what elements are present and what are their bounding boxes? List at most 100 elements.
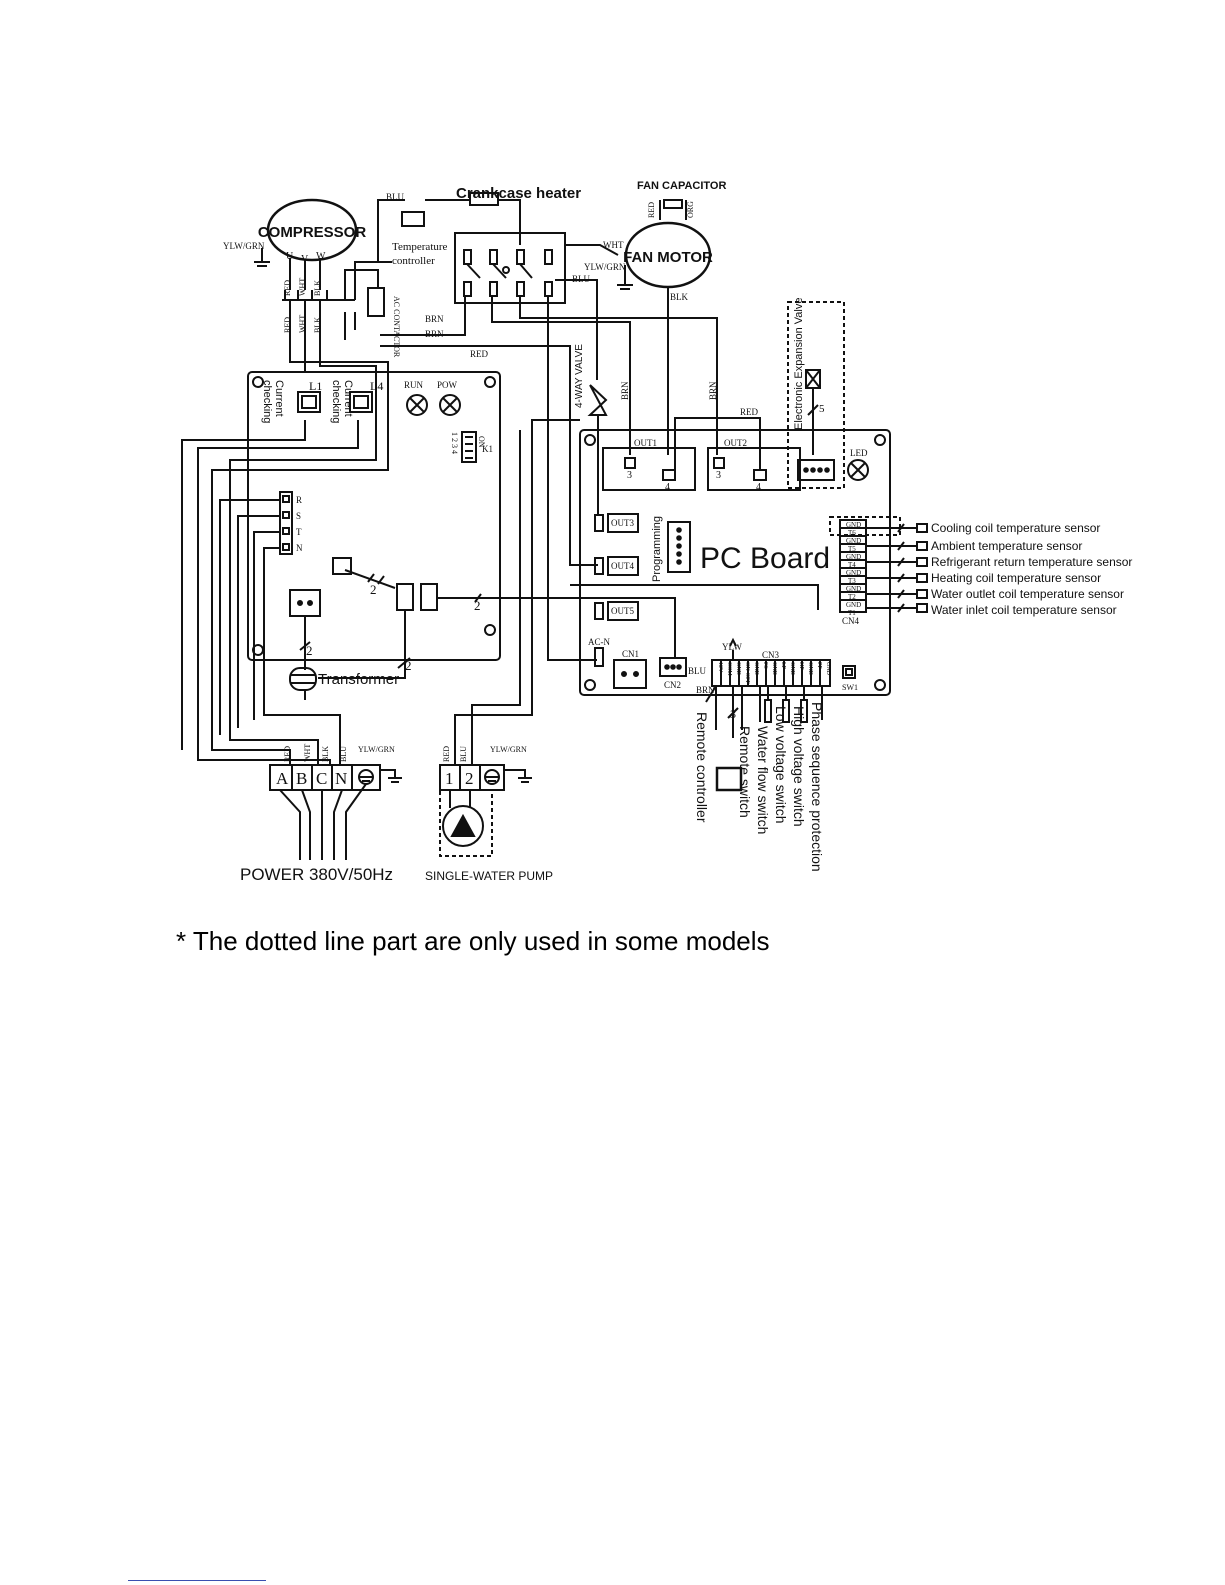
- transformer: [289, 667, 317, 691]
- comp-wire-red-top: RED: [283, 280, 292, 296]
- l1-sensor: [297, 391, 321, 413]
- wire-brn-out2: BRN: [708, 381, 718, 400]
- cn4-pin-3: GND: [846, 537, 861, 545]
- cn3-pin-3: GND: [735, 662, 741, 676]
- out2-label: OUT2: [724, 438, 747, 448]
- wire-blu-heater: BLU: [386, 192, 405, 202]
- wiring-diagram: COMPRESSOR FAN MOTOR Crankcase heater FA…: [181, 180, 1132, 884]
- four-way-valve: [587, 384, 608, 416]
- cn3-pin-2: COM: [726, 662, 732, 676]
- wire-count-c: 2: [306, 643, 313, 658]
- sensor-label-1: Cooling coil temperature sensor: [931, 521, 1100, 535]
- current-checking-l1-1: Current: [273, 380, 285, 417]
- wire-count-b: 2: [474, 598, 481, 613]
- switch-label-low-voltage: Low voltage switch: [773, 706, 789, 824]
- out1-pin3: 3: [627, 470, 632, 481]
- power-terminal-c: C: [316, 769, 327, 788]
- sensor-label-6: Water inlet coil temperature sensor: [931, 603, 1117, 617]
- current-checking-l1-2: checking: [261, 380, 273, 423]
- crankcase-heater-label: Crankcase heater: [456, 185, 581, 202]
- wire-blu-fan: BLU: [572, 274, 591, 284]
- fan-motor-label: FAN MOTOR: [623, 249, 713, 266]
- wire-red-out2: RED: [740, 407, 759, 417]
- eev-label: Electronic Expansion Valve: [793, 298, 805, 430]
- cn4-pin-6: T4: [848, 561, 856, 569]
- cn4-pin-9: GND: [846, 585, 861, 593]
- power-wire-blu: BLU: [339, 746, 348, 762]
- cn3-label: CN3: [762, 650, 780, 660]
- wire-ylw-cn3: YLW: [722, 642, 742, 652]
- cn4-pin-10: T2: [848, 593, 856, 601]
- pump-terminal-1: 1: [445, 769, 454, 788]
- sensor-label-4: Heating coil temperature sensor: [931, 571, 1101, 585]
- terminal-n: N: [296, 543, 303, 553]
- sensor-label-3: Refrigerant return temperature sensor: [931, 555, 1132, 569]
- cn3-pin-10: HP: [798, 662, 804, 670]
- comp-wire-blk-bot: BLK: [313, 317, 322, 333]
- fan-capacitor-label: FAN CAPACITOR: [637, 180, 726, 192]
- power-terminal-a: A: [276, 769, 289, 788]
- pc-board-label: PC Board: [700, 542, 830, 575]
- wire-org-cap: ORG: [686, 201, 695, 218]
- compressor: [266, 198, 358, 262]
- current-checking-l4-2: checking: [330, 380, 342, 423]
- cn3-pin-13: GND: [825, 662, 831, 676]
- comp-wire-wht-top: WHT: [298, 278, 307, 296]
- pump-wire-blu: BLU: [459, 746, 468, 762]
- cn4-pin-1: GND: [846, 521, 861, 529]
- terminal-s: S: [296, 511, 301, 521]
- switch-label-remote-controller: Remote controller: [694, 712, 710, 823]
- current-checking-l4-1: Current: [342, 380, 354, 417]
- dip-k1-label: K1: [482, 444, 493, 454]
- page-rule: [128, 1580, 266, 1581]
- ac-contactor-label: AC CONTACTOR: [392, 296, 401, 358]
- sw1-label: SW1: [842, 683, 858, 692]
- terminal-t: T: [296, 527, 302, 537]
- ac-contactor: [367, 287, 385, 317]
- out5-label: OUT5: [611, 606, 634, 616]
- wire-brn-1: BRN: [425, 314, 444, 324]
- ac-n-label: AC-N: [588, 637, 610, 647]
- pump-terminal-2: 2: [465, 769, 474, 788]
- cn3-pin-8: LP: [780, 662, 786, 670]
- eev-wire-count: 5: [819, 403, 825, 415]
- power-terminal-b: B: [296, 769, 307, 788]
- cn3-pin-4: ON-OFF: [744, 662, 750, 684]
- l4-sensor: [349, 391, 373, 413]
- switch-label-high-voltage: High voltage switch: [791, 706, 807, 827]
- cn4-pin-5: GND: [846, 553, 861, 561]
- cn3-pin-5: GND: [753, 662, 759, 676]
- fan-capacitor: [663, 199, 683, 209]
- cn4-label: CN4: [842, 616, 860, 626]
- cn4-pin-4: T5: [848, 545, 856, 553]
- run-label: RUN: [404, 380, 424, 390]
- out1-pin4: 4: [665, 482, 670, 493]
- cn2-label: CN2: [664, 680, 681, 690]
- compressor-terminal-u: U: [286, 251, 294, 262]
- footnote: * The dotted line part are only used in …: [176, 926, 770, 956]
- wire-ylw-grn-fan: YLW/GRN: [584, 262, 626, 272]
- wire-count-e: 3: [730, 707, 736, 721]
- power-wire-wht: WHT: [303, 744, 312, 762]
- power-wire-ylw-grn: YLW/GRN: [358, 745, 395, 754]
- comp-wire-wht-bot: WHT: [298, 315, 307, 333]
- switch-label-water-flow: Water flow switch: [755, 726, 771, 834]
- wire-blk-fan: BLK: [670, 292, 689, 302]
- wire-blu-cn2: BLU: [688, 666, 707, 676]
- programming-label: Programming: [651, 516, 663, 582]
- wire-red-mid: RED: [470, 349, 489, 359]
- cn4-pin-11: GND: [846, 601, 861, 609]
- pump-wire-ylw-grn: YLW/GRN: [490, 745, 527, 754]
- cn3-pin-6: FS: [762, 662, 768, 669]
- cn3-pin-9: GND: [789, 662, 795, 676]
- switch-label-phase-sequence: Phase sequence protection: [809, 702, 825, 872]
- dip-on-label: ON: [477, 436, 486, 448]
- led-label: LED: [850, 448, 868, 458]
- sensor-label-5: Water outlet coil temperature sensor: [931, 587, 1124, 601]
- cn3-pin-11: GND: [807, 662, 813, 676]
- dip-numbers: 1 2 3 4: [450, 432, 459, 454]
- power-terminal-n: N: [335, 769, 347, 788]
- sensor-label-2: Ambient temperature sensor: [931, 539, 1082, 553]
- out2-pin3: 3: [716, 470, 721, 481]
- wire-brn-out1: BRN: [620, 381, 630, 400]
